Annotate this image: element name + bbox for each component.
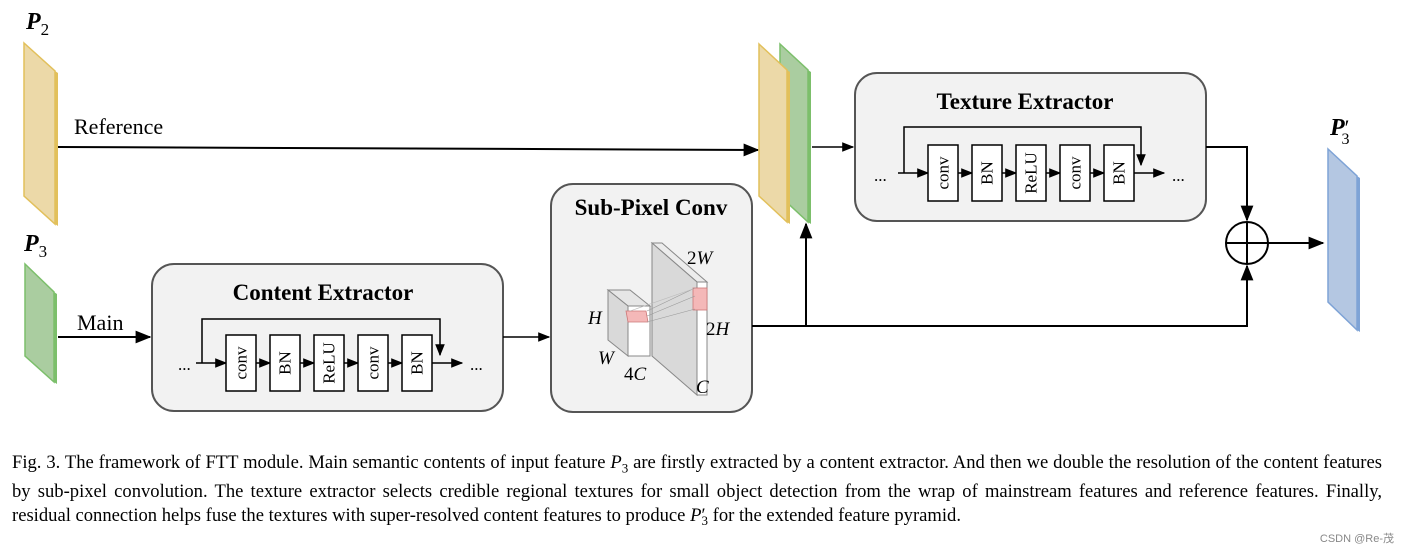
- texture-ellipsis-right: ...: [1172, 166, 1185, 185]
- texture-extractor-box: Texture Extractor ... ... conv BN ReLU conv…: [854, 72, 1207, 222]
- caption-var-p3: P3: [610, 452, 629, 476]
- p3-label: P3: [23, 231, 47, 261]
- dim-c: C: [696, 377, 709, 398]
- dim-w: W: [598, 348, 616, 369]
- texture-extractor-title: Texture Extractor: [937, 89, 1114, 114]
- texture-ellipsis-left: ...: [874, 166, 887, 185]
- subpixel-conv-box: Sub-Pixel Conv H W 4C 2W 2H C: [550, 183, 753, 413]
- texture-op-label: BN: [978, 161, 997, 185]
- reference-label: Reference: [74, 114, 163, 139]
- sum-node: [1225, 221, 1269, 265]
- subpixel-title: Sub-Pixel Conv: [575, 195, 728, 220]
- ftt-diagram: P2 P3 Reference Main Content Extractor .…: [23, 9, 1360, 413]
- dim-2w: 2W: [687, 248, 715, 269]
- texture-op-label: conv: [1066, 156, 1085, 190]
- caption-text-1: Fig. 3. The framework of FTT module. Mai…: [12, 452, 611, 473]
- content-op-label: conv: [364, 346, 383, 380]
- texture-to-sum-arrow: [1206, 146, 1254, 222]
- content-extractor-box: Content Extractor ... ... conv BN ReLU conv…: [151, 263, 504, 412]
- content-op-label: conv: [232, 346, 251, 380]
- texture-op-bn-1: BN: [971, 144, 1003, 202]
- figure-caption: Fig. 3. The framework of FTT module. Mai…: [12, 451, 1382, 533]
- content-op-label: BN: [276, 351, 295, 375]
- caption-text-3: for the extended feature pyramid.: [708, 504, 961, 526]
- dim-4c: 4C: [624, 364, 647, 385]
- content-op-label: BN: [408, 351, 427, 375]
- content-ellipsis-left: ...: [178, 355, 191, 374]
- p3-prime-label: P′3: [1329, 115, 1349, 148]
- caption-text-2: are firstly extracted by a content extra…: [12, 452, 1382, 526]
- content-extractor-title: Content Extractor: [233, 280, 414, 305]
- content-op-bn-4: BN: [401, 334, 433, 392]
- watermark: CSDN @Re-茂: [1319, 533, 1394, 545]
- texture-op-conv-0: conv: [927, 144, 959, 202]
- main-label: Main: [77, 310, 123, 335]
- content-op-relu-2: ReLU: [313, 334, 345, 392]
- caption-var-p3-prime: P′3: [690, 504, 709, 529]
- texture-op-conv-3: conv: [1059, 144, 1091, 202]
- p2-label: P2: [25, 9, 49, 39]
- content-op-conv-0: conv: [225, 334, 257, 392]
- concat-feature-maps: [758, 42, 811, 224]
- p2-feature-map: [23, 41, 58, 226]
- texture-op-bn-4: BN: [1103, 144, 1135, 202]
- texture-op-label: BN: [1110, 161, 1129, 185]
- content-op-conv-3: conv: [357, 334, 389, 392]
- texture-op-label: ReLU: [1022, 152, 1041, 194]
- residual-arrow: [806, 264, 1254, 327]
- reference-arrow: [57, 143, 760, 157]
- content-op-label: ReLU: [320, 342, 339, 384]
- p3-feature-map: [24, 262, 57, 384]
- subpixel-to-concat-arrow: [752, 222, 813, 327]
- texture-op-label: conv: [934, 156, 953, 190]
- dim-2h: 2H: [706, 319, 731, 340]
- dim-h: H: [587, 308, 603, 329]
- content-op-bn-1: BN: [269, 334, 301, 392]
- content-ellipsis-right: ...: [470, 355, 483, 374]
- p3-prime-feature-map: [1327, 147, 1360, 332]
- texture-op-relu-2: ReLU: [1015, 144, 1047, 202]
